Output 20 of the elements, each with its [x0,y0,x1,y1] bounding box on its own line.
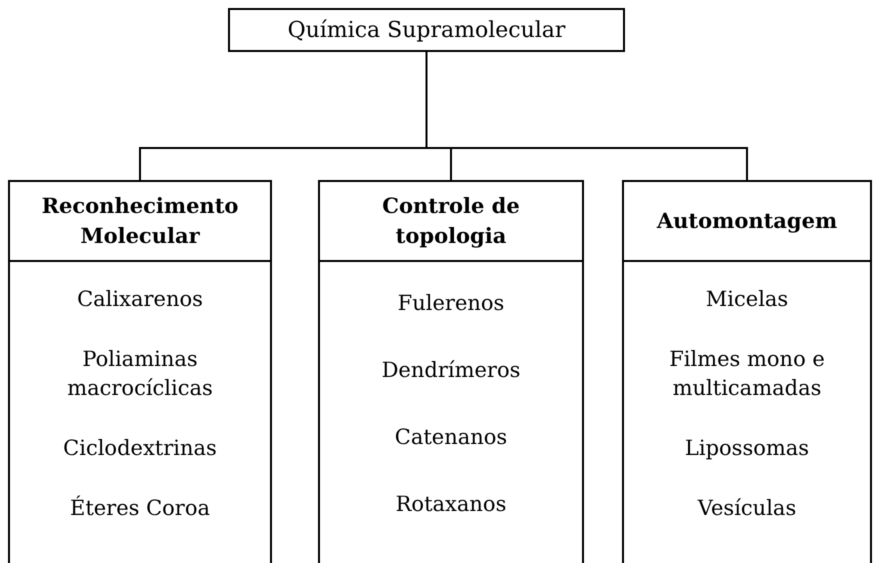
example-item: Micelas [706,286,788,314]
example-item: Ciclodextrinas [63,434,217,462]
title-box [228,8,625,52]
category-heading: Reconhecimento Molecular [40,192,240,250]
category-column [622,180,872,563]
category-heading: Automontagem [656,207,838,235]
example-item: Dendrímeros [382,357,520,384]
example-item: Éteres Coroa [70,494,210,522]
example-item: Poliaminas macrocíclicas [66,346,214,402]
example-item: Lipossomas [684,434,810,462]
example-item: Fulerenos [398,290,504,317]
example-item: Rotaxanos [396,491,506,518]
example-item: Catenanos [394,424,508,451]
category-column [8,180,272,563]
category-heading: Controle de topologia [381,192,521,250]
example-item: Filmes mono e multicamadas [668,346,826,402]
example-item: Vesículas [698,494,796,522]
title-text: Química Supramolecular [288,16,566,44]
category-column [318,180,584,563]
example-item: Calixarenos [77,286,203,314]
